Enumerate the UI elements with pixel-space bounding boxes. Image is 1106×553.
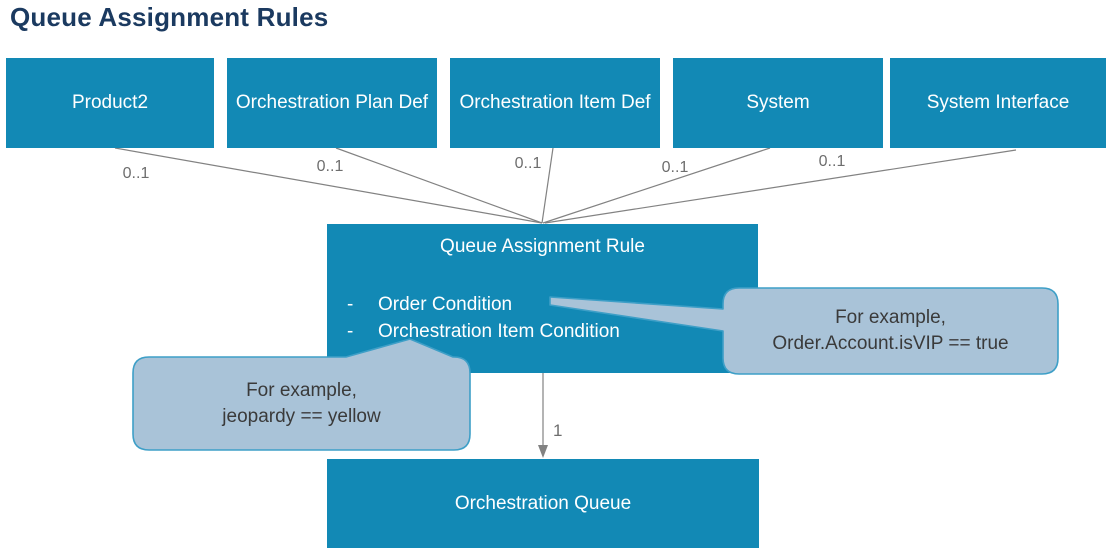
bullet-dash: -	[347, 294, 354, 315]
multiplicity-label-plan-def: 0..1	[317, 158, 344, 175]
entity-box-system: System	[673, 58, 883, 148]
callout-right-shape	[549, 287, 1059, 375]
callout-right-text: For example, Order.Account.isVIP == true	[723, 288, 1058, 374]
entity-label: Orchestration Queue	[454, 492, 632, 514]
entity-label: Product2	[71, 92, 149, 113]
queue-arrow-multiplicity: 1	[553, 421, 562, 440]
multiplicity-label-system: 0..1	[662, 159, 689, 176]
association-line-system	[542, 147, 771, 224]
entity-box-queue-assignment-rule: Queue Assignment Rule - Order Condition …	[327, 224, 758, 373]
entity-box-orchestration-plan-def: Orchestration Plan Def	[227, 58, 437, 148]
callout-left-shape	[132, 338, 471, 451]
entity-label: System	[746, 92, 810, 113]
condition-label: Order Condition	[378, 294, 513, 315]
condition-list: - Order Condition - Orchestration Item C…	[327, 291, 758, 345]
callout-left-bubble	[132, 338, 471, 451]
queue-arrow-head	[538, 445, 548, 458]
association-line-system-interface	[544, 149, 1017, 224]
multiplicity-label-product2: 0..1	[123, 165, 150, 182]
entity-box-system-interface: System Interface	[890, 58, 1106, 148]
callout-right-line1: For example,	[835, 307, 946, 328]
association-line-plan-def	[335, 147, 543, 224]
callout-left-text: For example, jeopardy == yellow	[133, 357, 470, 450]
bullet-dash: -	[347, 321, 354, 342]
association-line-item-def	[541, 147, 554, 224]
entity-box-orchestration-queue: Orchestration Queue	[327, 459, 759, 548]
multiplicity-label-system-interface: 0..1	[819, 153, 846, 170]
callout-left-line2: jeopardy == yellow	[222, 405, 381, 427]
entity-box-product2: Product2	[6, 58, 214, 148]
condition-item-order: - Order Condition	[347, 291, 758, 318]
entity-box-orchestration-item-def: Orchestration Item Def	[450, 58, 660, 148]
callout-left-line1: For example,	[246, 379, 357, 401]
page-title: Queue Assignment Rules	[10, 2, 329, 32]
condition-label: Orchestration Item Condition	[378, 321, 620, 342]
callout-right-bubble	[549, 287, 1059, 375]
entity-label: System Interface	[926, 92, 1070, 113]
entity-label: Orchestration Plan Def	[235, 92, 429, 113]
association-line-product2	[114, 147, 543, 224]
center-box-title: Queue Assignment Rule	[440, 236, 645, 257]
condition-item-orchestration-item: - Orchestration Item Condition	[347, 318, 758, 345]
entity-label: Orchestration Item Def	[459, 92, 651, 113]
multiplicity-label-item-def: 0..1	[515, 155, 542, 172]
callout-right-line2: Order.Account.isVIP == true	[772, 333, 1009, 354]
